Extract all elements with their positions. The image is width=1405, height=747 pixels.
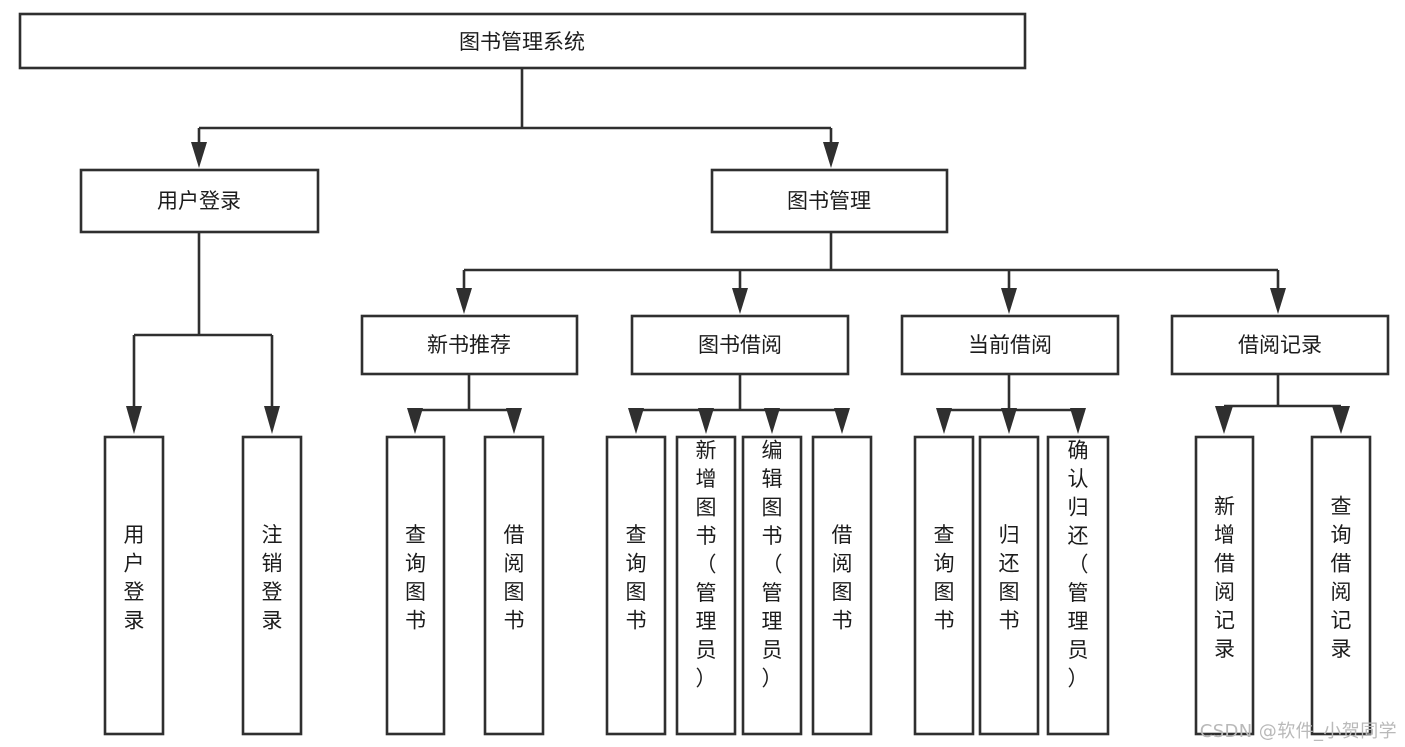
arrow-head-icon [628, 408, 644, 434]
connector-newbook-to-leaves [407, 374, 522, 434]
node-book-management[interactable]: 图书管理 [710, 168, 949, 234]
connector-currentborrow-to-leaves [936, 374, 1086, 434]
arrow-head-icon [126, 406, 142, 434]
node-root-box[interactable] [18, 12, 1027, 70]
leaf-node-label: 查询借阅记录 [1331, 495, 1352, 662]
node-book-borrow-label: 图书借阅 [698, 333, 782, 357]
leaf-node-box[interactable] [913, 435, 975, 736]
arrow-head-icon [1270, 288, 1286, 314]
arrow-head-icon [264, 406, 280, 434]
leaf-node-label: 新增借阅记录 [1214, 495, 1235, 662]
leaf-node[interactable]: 查询图书 [913, 435, 975, 736]
leaf-node[interactable]: 用户登录 [103, 435, 165, 736]
leaf-node[interactable]: 确认归还（管理员） [1046, 435, 1110, 736]
leaf-node-label: 借阅图书 [504, 523, 525, 633]
arrow-head-icon [1215, 406, 1233, 434]
leaf-node-label: 编辑图书（管理员） [762, 439, 783, 691]
node-current-borrow-box[interactable] [900, 314, 1120, 376]
connector-root-to-level2 [191, 68, 839, 168]
leaf-node-layer: 用户登录 注销登录 查询图书 借阅图书 查询图书 新增图书（管理员） 编辑图书（管理员） 借阅… [103, 435, 1372, 736]
leaf-node[interactable]: 查询借阅记录 [1310, 435, 1372, 736]
arrow-head-icon [1001, 288, 1017, 314]
connector-bookmgmt-to-level3 [456, 232, 1286, 314]
leaf-node-box[interactable] [241, 435, 303, 736]
leaf-node[interactable]: 编辑图书（管理员） [741, 435, 803, 736]
node-current-borrow[interactable]: 当前借阅 [900, 314, 1120, 376]
arrow-head-icon [764, 408, 780, 434]
arrow-head-icon [698, 408, 714, 434]
node-new-book-recommend[interactable]: 新书推荐 [360, 314, 579, 376]
node-book-borrow[interactable]: 图书借阅 [630, 314, 850, 376]
arrow-head-icon [407, 408, 423, 434]
node-current-borrow-label: 当前借阅 [968, 333, 1052, 357]
watermark-text: CSDN @软件_小贺同学 [1199, 721, 1397, 742]
arrow-head-icon [1070, 408, 1086, 434]
leaf-node-box[interactable] [1310, 435, 1372, 736]
leaf-node-label: 注销登录 [262, 523, 283, 633]
leaf-node[interactable]: 借阅图书 [483, 435, 545, 736]
node-book-management-box[interactable] [710, 168, 949, 234]
leaf-node[interactable]: 新增借阅记录 [1194, 435, 1255, 736]
leaf-node-box[interactable] [978, 435, 1040, 736]
node-borrow-record-label: 借阅记录 [1238, 333, 1322, 357]
arrow-head-icon [191, 142, 207, 168]
node-borrow-record-box[interactable] [1170, 314, 1390, 376]
leaf-node[interactable]: 借阅图书 [811, 435, 873, 736]
arrow-head-icon [834, 408, 850, 434]
node-book-management-label: 图书管理 [787, 189, 871, 213]
leaf-node-label: 归还图书 [999, 523, 1020, 633]
node-user-login[interactable]: 用户登录 [79, 168, 320, 234]
leaf-node-label: 用户登录 [124, 523, 145, 633]
node-user-login-label: 用户登录 [157, 189, 241, 213]
connector-bookborrow-to-leaves [628, 374, 850, 434]
arrow-head-icon [1001, 408, 1017, 434]
leaf-node[interactable]: 新增图书（管理员） [675, 435, 737, 736]
leaf-node-box[interactable] [1046, 435, 1110, 736]
leaf-node[interactable]: 查询图书 [605, 435, 667, 736]
leaf-node-label: 查询图书 [405, 523, 426, 633]
arrow-head-icon [732, 288, 748, 314]
leaf-node-box[interactable] [741, 435, 803, 736]
connector-borrowrecord-to-leaves [1215, 374, 1350, 434]
leaf-node-box[interactable] [103, 435, 165, 736]
leaf-node-box[interactable] [605, 435, 667, 736]
node-borrow-record[interactable]: 借阅记录 [1170, 314, 1390, 376]
arrow-head-icon [823, 142, 839, 168]
node-new-book-recommend-label: 新书推荐 [427, 333, 511, 357]
leaf-node-label: 确认归还（管理员） [1068, 439, 1089, 691]
leaf-node-box[interactable] [483, 435, 545, 736]
leaf-node[interactable]: 归还图书 [978, 435, 1040, 736]
node-new-book-recommend-box[interactable] [360, 314, 579, 376]
leaf-node-box[interactable] [1194, 435, 1255, 736]
node-book-borrow-box[interactable] [630, 314, 850, 376]
node-user-login-box[interactable] [79, 168, 320, 234]
leaf-node-label: 查询图书 [934, 523, 955, 633]
leaf-node-box[interactable] [385, 435, 446, 736]
arrow-head-icon [1332, 406, 1350, 434]
leaf-node-label: 新增图书（管理员） [696, 439, 717, 691]
node-root-label: 图书管理系统 [459, 30, 585, 54]
leaf-node-label: 借阅图书 [832, 523, 853, 633]
leaf-node-box[interactable] [811, 435, 873, 736]
arrow-head-icon [506, 408, 522, 434]
leaf-node-label: 查询图书 [626, 523, 647, 633]
leaf-node-box[interactable] [675, 435, 737, 736]
node-root-system[interactable]: 图书管理系统 [18, 12, 1027, 70]
arrow-head-icon [456, 288, 472, 314]
connector-userlogin-to-leaves [126, 232, 280, 434]
leaf-node[interactable]: 查询图书 [385, 435, 446, 736]
leaf-node[interactable]: 注销登录 [241, 435, 303, 736]
arrow-head-icon [936, 408, 952, 434]
